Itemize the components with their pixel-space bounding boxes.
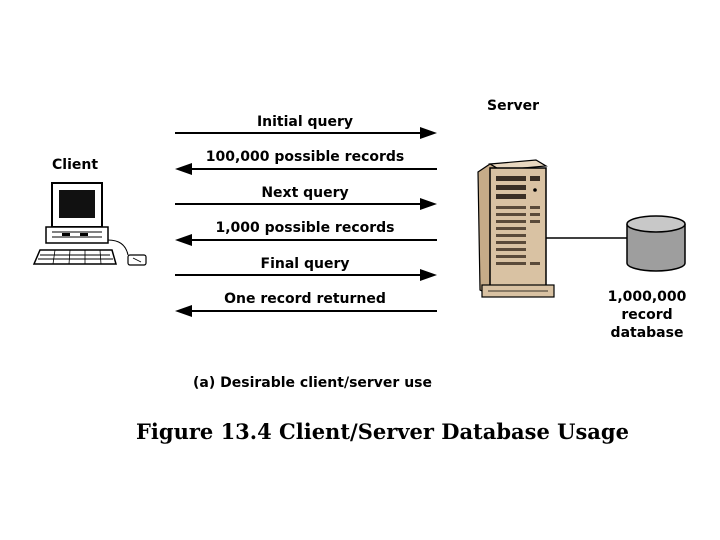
arrow-to-client	[175, 163, 437, 175]
server-icon	[477, 159, 555, 298]
database-label-line: record	[621, 307, 673, 323]
arrow-to-server	[175, 198, 437, 210]
arrow-to-server	[175, 127, 437, 139]
message-label: 1,000 possible records	[215, 220, 395, 236]
message-label: Initial query	[256, 114, 354, 130]
client-label: Client	[52, 157, 99, 173]
database-label-line: 1,000,000	[607, 289, 687, 305]
arrow-to-server	[175, 269, 437, 281]
arrow-to-client	[175, 305, 437, 317]
message-label: One record returned	[224, 291, 386, 307]
message-arrows	[175, 127, 437, 317]
arrow-to-client	[175, 234, 437, 246]
message-label: Next query	[261, 185, 349, 201]
database-label: 1,000,000 record database	[600, 288, 694, 342]
message-label: Final query	[260, 256, 350, 272]
server-label: Server	[487, 98, 540, 114]
database-icon	[626, 215, 686, 272]
database-label-line: database	[610, 325, 684, 341]
figure-caption: Figure 13.4 Client/Server Database Usage	[136, 419, 629, 444]
client-computer-icon	[32, 182, 147, 266]
message-label: 100,000 possible records	[205, 149, 405, 165]
sub-caption: (a) Desirable client/server use	[193, 375, 432, 391]
